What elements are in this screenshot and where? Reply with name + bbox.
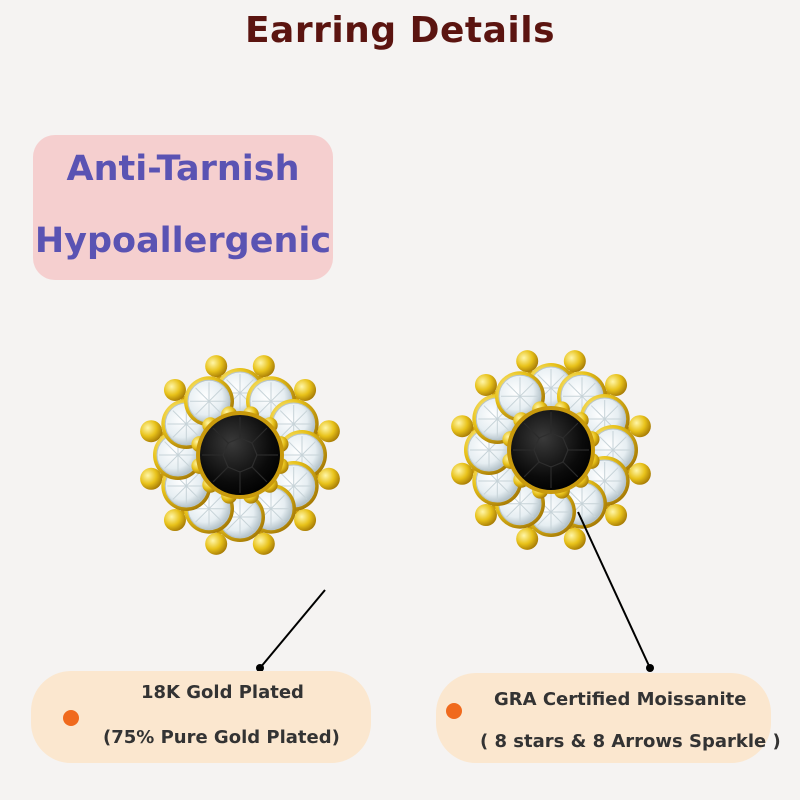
- gold-prong: [516, 350, 539, 373]
- gold-prong: [605, 504, 628, 527]
- gold-prong: [317, 467, 340, 490]
- pointer-dot-moissanite: [646, 664, 654, 672]
- gold-prong: [474, 504, 497, 527]
- gold-prong: [294, 509, 317, 532]
- gold-prong: [628, 462, 651, 485]
- feature-badge: Anti-Tarnish Hypoallergenic: [33, 135, 333, 280]
- gold-prong: [563, 527, 586, 550]
- gold-prong: [140, 467, 163, 490]
- gold-prong: [163, 509, 186, 532]
- feature-hypoallergenic: Hypoallergenic: [34, 221, 332, 261]
- callout-gold-subtitle: (75% Pure Gold Plated): [103, 727, 340, 748]
- gold-prong: [163, 378, 186, 401]
- callout-moissanite: GRA Certified Moissanite ( 8 stars & 8 A…: [436, 673, 781, 763]
- callout-gold-plated: 18K Gold Plated (75% Pure Gold Plated): [31, 671, 371, 763]
- gold-prong: [294, 378, 317, 401]
- gold-prong: [205, 532, 228, 555]
- gold-prong: [474, 373, 497, 396]
- bullet-icon: [446, 703, 462, 719]
- gold-prong: [516, 527, 539, 550]
- callout-gold-title: 18K Gold Plated: [141, 682, 304, 703]
- feature-anti-tarnish: Anti-Tarnish: [66, 149, 300, 189]
- gold-prong: [563, 350, 586, 373]
- gold-prong: [628, 415, 651, 438]
- callout-moissanite-title: GRA Certified Moissanite: [494, 689, 747, 710]
- gold-prong: [140, 420, 163, 443]
- gold-prong: [451, 462, 474, 485]
- page-title: Earring Details: [244, 10, 556, 51]
- bullet-icon: [63, 710, 79, 726]
- gold-prong: [317, 420, 340, 443]
- gold-prong: [252, 355, 275, 378]
- gold-prong: [451, 415, 474, 438]
- earring-right-image: [451, 350, 651, 550]
- gold-prong: [605, 373, 628, 396]
- gold-prong: [205, 355, 228, 378]
- gold-prong: [252, 532, 275, 555]
- callout-moissanite-subtitle: ( 8 stars & 8 Arrows Sparkle ): [480, 731, 781, 752]
- earring-left-image: [140, 355, 340, 555]
